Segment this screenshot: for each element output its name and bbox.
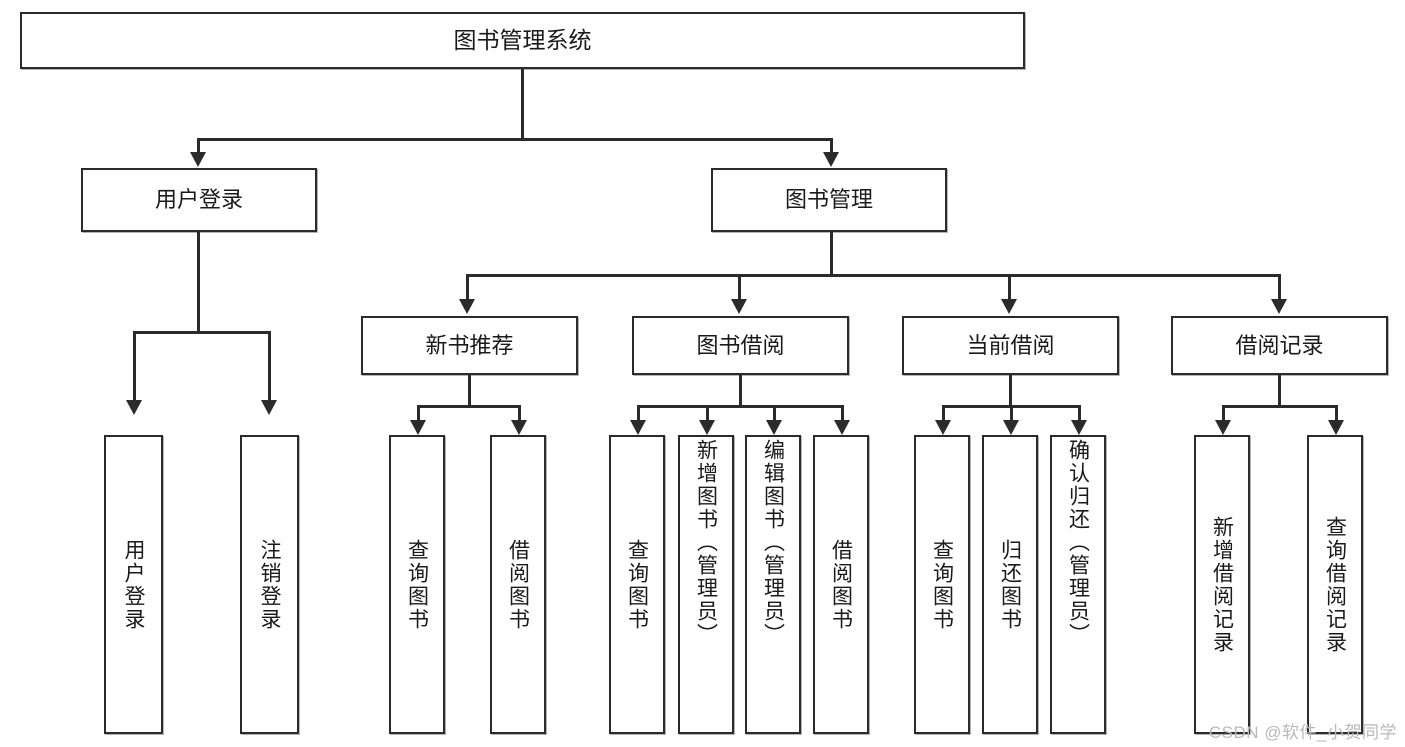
node-book-management[interactable]: 图书管理 (711, 168, 947, 232)
leaf-record-query-record[interactable]: 查询借阅记录 (1307, 435, 1363, 734)
leaf-current-return-book[interactable]: 归还图书 (982, 435, 1038, 734)
connector-user-login-bus (133, 331, 270, 334)
arrowhead-bb-add (699, 420, 715, 435)
connector-book-mgmt-bus (466, 274, 1281, 277)
leaf-logout[interactable]: 注销登录 (240, 435, 299, 734)
arrowhead-bb-borrow (834, 420, 850, 435)
arrowhead-leaf-logout (261, 400, 277, 415)
leaf-label: 确认归还（管理员） (1066, 439, 1090, 646)
connector-root-to-book-mgmt (830, 138, 833, 156)
connector-borrow-record-bus (1222, 405, 1338, 408)
leaf-label: 注销登录 (258, 538, 281, 631)
leaf-label: 查询图书 (930, 538, 954, 631)
connector-br-leaf1 (1222, 405, 1225, 423)
connector-root-to-user-login (197, 138, 200, 156)
arrowhead-br-add (1215, 420, 1231, 435)
arrowhead-newbook-borrow (511, 420, 527, 435)
connector-borrow-record-stem (1278, 375, 1281, 407)
arrowhead-leaf-user-login (126, 400, 142, 415)
arrowhead-bb-query (630, 420, 646, 435)
arrowhead-book-borrow (731, 299, 747, 314)
leaf-borrow-add-book-admin[interactable]: 新增图书（管理员） (678, 435, 734, 734)
connector-book-borrow-bus (637, 405, 844, 408)
connector-cb-leaf1 (942, 405, 945, 423)
node-label: 借阅记录 (1235, 332, 1324, 358)
arrowhead-user-login (190, 152, 206, 167)
node-label: 图书借阅 (696, 332, 785, 358)
arrowhead-cb-query (935, 420, 951, 435)
arrowhead-current-borrow (1001, 299, 1017, 314)
leaf-label: 借阅图书 (829, 538, 853, 631)
connector-book-mgmt-stem (830, 232, 833, 276)
connector-to-book-borrow (738, 274, 741, 302)
node-user-login[interactable]: 用户登录 (81, 168, 317, 232)
connector-new-book-leaf2 (518, 405, 521, 423)
leaf-newbook-query-book[interactable]: 查询图书 (389, 435, 445, 734)
leaf-current-confirm-return-admin[interactable]: 确认归还（管理员） (1050, 435, 1106, 734)
leaf-borrow-edit-book-admin[interactable]: 编辑图书（管理员） (745, 435, 801, 734)
connector-br-leaf2 (1335, 405, 1338, 423)
node-root-system[interactable]: 图书管理系统 (20, 12, 1025, 69)
connector-book-borrow-stem (739, 375, 742, 407)
connector-user-login-leaf2 (268, 331, 271, 403)
connector-user-login-stem (197, 232, 200, 333)
node-label: 当前借阅 (966, 332, 1055, 358)
connector-bb-leaf3 (773, 405, 776, 423)
node-label: 图书管理 (784, 187, 873, 213)
leaf-record-add-record[interactable]: 新增借阅记录 (1194, 435, 1250, 734)
connector-new-book-bus (417, 405, 521, 408)
arrowhead-br-query (1328, 420, 1344, 435)
connector-to-borrow-record (1278, 274, 1281, 302)
leaf-label: 借阅图书 (506, 538, 530, 631)
node-label: 新书推荐 (425, 332, 514, 358)
connector-bb-leaf1 (637, 405, 640, 423)
arrowhead-bb-edit (766, 420, 782, 435)
leaf-label: 新增图书（管理员） (694, 439, 718, 646)
arrowhead-cb-return (1003, 420, 1019, 435)
connector-to-current-borrow (1008, 274, 1011, 302)
leaf-label: 用户登录 (122, 538, 145, 631)
connector-cb-leaf2 (1010, 405, 1013, 423)
arrowhead-book-mgmt (823, 152, 839, 167)
arrowhead-new-book (459, 299, 475, 314)
leaf-label: 查询图书 (625, 538, 649, 631)
connector-new-book-stem (468, 375, 471, 407)
leaf-label: 编辑图书（管理员） (761, 439, 785, 646)
leaf-borrow-borrow-book[interactable]: 借阅图书 (813, 435, 869, 734)
connector-bb-leaf2 (706, 405, 709, 423)
arrowhead-cb-confirm (1071, 420, 1087, 435)
arrowhead-borrow-record (1271, 299, 1287, 314)
node-current-borrow[interactable]: 当前借阅 (902, 316, 1119, 375)
leaf-user-login[interactable]: 用户登录 (104, 435, 163, 734)
leaf-label: 查询借阅记录 (1323, 515, 1347, 654)
leaf-label: 归还图书 (998, 538, 1022, 631)
connector-to-new-book (466, 274, 469, 302)
connector-root-bus (197, 138, 833, 141)
node-borrow-record[interactable]: 借阅记录 (1171, 316, 1388, 375)
leaf-label: 新增借阅记录 (1210, 515, 1234, 654)
node-book-borrow[interactable]: 图书借阅 (632, 316, 849, 375)
leaf-newbook-borrow-book[interactable]: 借阅图书 (490, 435, 546, 734)
node-label: 用户登录 (154, 187, 243, 213)
connector-bb-leaf4 (841, 405, 844, 423)
node-label: 图书管理系统 (453, 27, 592, 54)
leaf-borrow-query-book[interactable]: 查询图书 (609, 435, 665, 734)
connector-new-book-leaf1 (417, 405, 420, 423)
connector-user-login-leaf1 (133, 331, 136, 403)
node-new-book-recommend[interactable]: 新书推荐 (361, 316, 578, 375)
leaf-current-query-book[interactable]: 查询图书 (914, 435, 970, 734)
connector-root-stem (521, 69, 524, 140)
arrowhead-newbook-query (410, 420, 426, 435)
connector-cb-leaf3 (1078, 405, 1081, 423)
leaf-label: 查询图书 (405, 538, 429, 631)
connector-current-borrow-stem (1009, 375, 1012, 407)
